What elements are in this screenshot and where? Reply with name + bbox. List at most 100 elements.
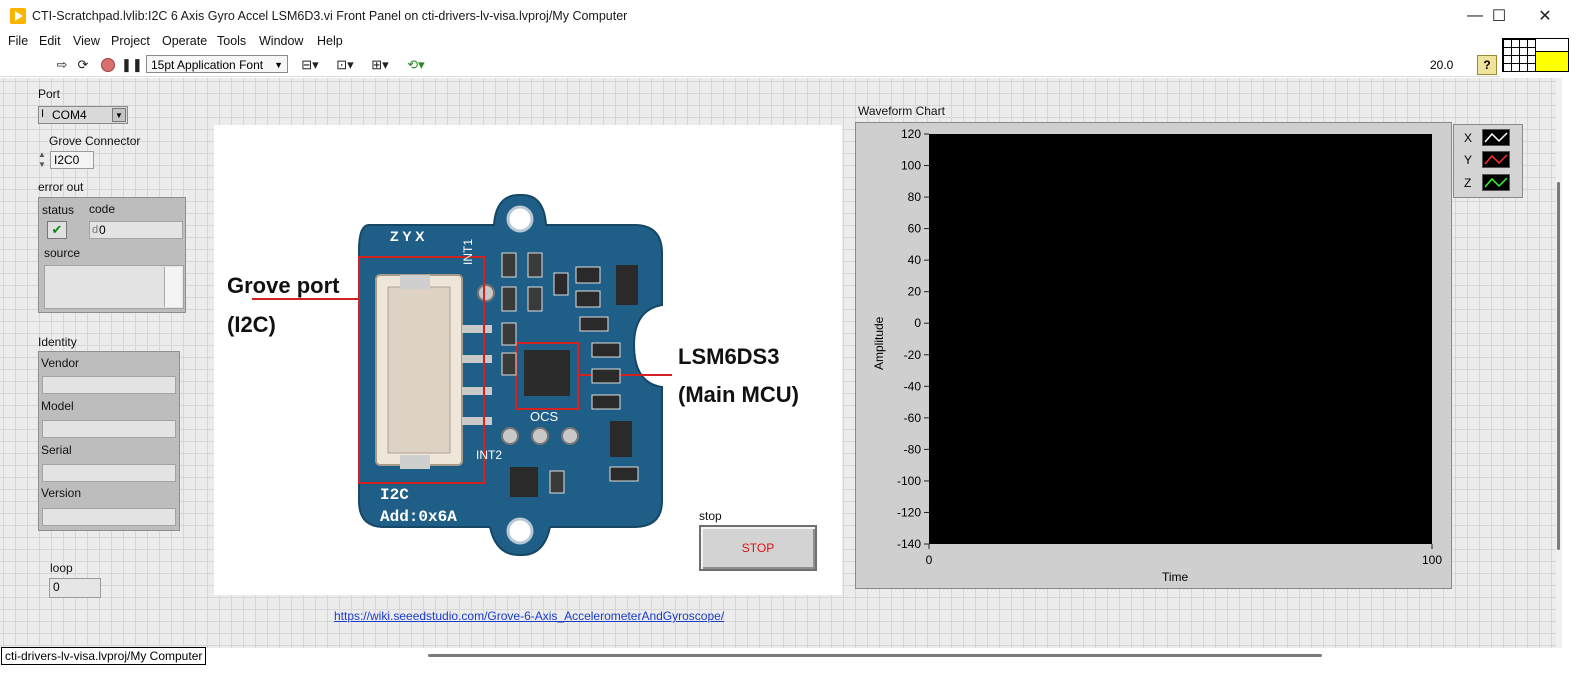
menu-operate[interactable]: Operate (162, 34, 208, 48)
sensor-board-illustration: Z Y X INT1 INT2 OCS I2C Add:0x6A (252, 194, 672, 556)
model-label: Model (41, 399, 74, 413)
identity-label: Identity (38, 335, 77, 349)
legend-label-y: Y (1464, 153, 1473, 167)
legend-label-x: X (1464, 131, 1473, 145)
labview-app-icon (10, 8, 26, 24)
status-check-icon: ✔ (47, 221, 67, 239)
menu-window[interactable]: Window (259, 34, 304, 48)
stepper-arrows-icon[interactable]: ▲▼ (38, 150, 46, 169)
seeed-wiki-link[interactable]: https://wiki.seeedstudio.com/Grove-6-Axi… (334, 609, 725, 623)
stop-button[interactable]: STOP (699, 525, 817, 571)
port-control[interactable]: I COM4 ▼ (38, 106, 128, 124)
silk-i2c: I2C (380, 486, 409, 504)
run-continuously-icon[interactable]: ⟳ (77, 57, 89, 72)
align-objects-icon[interactable]: ⊟▾ (301, 57, 319, 72)
y-tick-label: -60 (904, 411, 922, 425)
y-tick-label: 100 (901, 159, 921, 173)
grove-port-callout-sub: (I2C) (227, 312, 276, 337)
mcu-callout: LSM6DS3 (678, 344, 780, 369)
silk-axes: Z Y X (390, 228, 425, 244)
pause-icon[interactable]: ❚❚ (121, 57, 143, 72)
legend-swatch-x[interactable] (1482, 129, 1510, 146)
y-tick-label: 120 (901, 127, 921, 141)
y-tick-label: 60 (908, 222, 922, 236)
serial-field (42, 464, 176, 482)
y-axis-label: Amplitude (872, 316, 886, 370)
window-title: CTI-Scratchpad.lvlib:I2C 6 Axis Gyro Acc… (32, 9, 628, 23)
menu-project[interactable]: Project (111, 34, 150, 48)
code-prefix: d (92, 224, 99, 236)
vendor-field (42, 376, 176, 394)
vertical-scrollbar-thumb[interactable] (1557, 182, 1560, 550)
connector-pane-icon[interactable] (1502, 38, 1536, 72)
visa-icon: I (41, 108, 45, 120)
menu-help[interactable]: Help (317, 34, 343, 48)
code-field: d 0 (89, 221, 183, 239)
legend-label-z: Z (1464, 176, 1472, 190)
y-tick-label: -40 (904, 379, 922, 393)
waveform-chart-plot: 120100806040200-20-40-60-80-100-120-1400… (897, 127, 1442, 567)
grove-connector-field[interactable]: I2C0 (50, 151, 94, 169)
grove-sensor-image: Z Y X INT1 INT2 OCS I2C Add:0x6A Grove p… (214, 125, 842, 595)
legend-swatch-y[interactable] (1482, 151, 1510, 168)
reorder-icon[interactable]: ⟲▾ (407, 57, 425, 72)
font-select[interactable]: 15pt Application Font▼ (146, 55, 288, 73)
grove-port-callout: Grove port (227, 273, 340, 298)
loop-indicator: 0 (49, 578, 101, 598)
context-help-button[interactable]: ? (1477, 55, 1497, 75)
grove-connector-label: Grove Connector (49, 134, 141, 148)
horizontal-scrollbar[interactable] (428, 654, 1322, 657)
y-tick-label: -120 (897, 505, 921, 519)
menu-edit[interactable]: Edit (39, 34, 61, 48)
legend-swatch-z[interactable] (1482, 174, 1510, 191)
y-tick-label: 20 (908, 285, 922, 299)
y-tick-label: 0 (914, 316, 921, 330)
abort-icon[interactable] (100, 57, 116, 72)
plot-area[interactable] (929, 134, 1432, 544)
silk-ocs: OCS (530, 409, 559, 424)
version-field (42, 508, 176, 526)
resize-objects-icon[interactable]: ⊞▾ (371, 57, 389, 72)
serial-label: Serial (41, 443, 72, 457)
y-tick-label: -20 (904, 348, 922, 362)
chevron-down-icon: ▼ (274, 60, 283, 70)
source-scrollbar[interactable] (164, 267, 182, 307)
x-tick-label: 0 (926, 553, 933, 567)
zoom-value: 20.0 (1430, 58, 1454, 72)
menu-view[interactable]: View (73, 34, 100, 48)
toolbar (0, 52, 1500, 77)
y-tick-label: -80 (904, 442, 922, 456)
silk-int2: INT2 (476, 448, 502, 462)
port-value: COM4 (52, 108, 87, 122)
title-bar (0, 0, 1588, 32)
status-bar (0, 648, 1588, 673)
source-field (44, 265, 184, 309)
stop-button-text: STOP (741, 541, 775, 555)
loop-label: loop (50, 561, 73, 575)
distribute-objects-icon[interactable]: ⊡▾ (336, 57, 354, 72)
code-value: 0 (99, 223, 106, 237)
silk-int1: INT1 (461, 239, 475, 265)
chevron-down-icon[interactable]: ▼ (112, 108, 126, 122)
error-out-label: error out (38, 180, 84, 194)
status-bar-context: cti-drivers-lv-visa.lvproj/My Computer (1, 647, 207, 665)
x-tick-label: 100 (1422, 553, 1442, 567)
vi-icon[interactable] (1535, 38, 1569, 72)
legend-line-z (1484, 177, 1508, 188)
maximize-button[interactable]: ☐ (1491, 8, 1507, 25)
y-tick-label: 80 (908, 190, 922, 204)
version-label: Version (41, 486, 82, 500)
stop-label: stop (699, 509, 722, 523)
y-tick-label: 40 (908, 253, 922, 267)
code-label: code (89, 202, 116, 216)
menu-tools[interactable]: Tools (217, 34, 247, 48)
run-icon[interactable]: ⇨ (56, 57, 68, 72)
menu-file[interactable]: File (8, 34, 29, 48)
minimize-button[interactable]: — (1467, 7, 1483, 24)
close-button[interactable]: ✕ (1538, 8, 1552, 25)
vendor-label: Vendor (41, 356, 80, 370)
port-label: Port (38, 87, 61, 101)
legend-line-x (1484, 132, 1508, 143)
status-label: status (42, 203, 75, 217)
plot-legend[interactable]: X Y Z (1453, 124, 1523, 198)
